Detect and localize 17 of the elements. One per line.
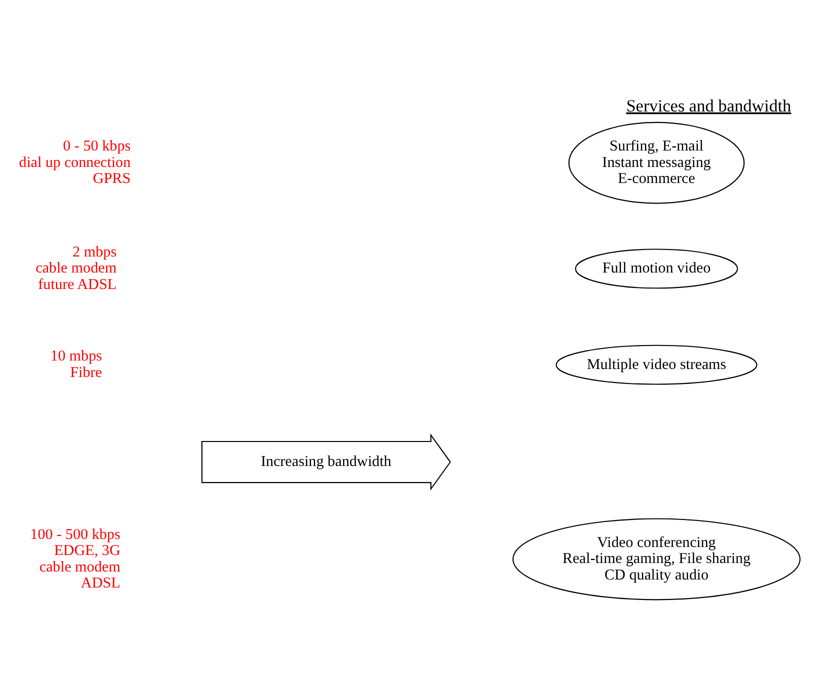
label: EDGE, 3G	[54, 542, 120, 559]
label: future ADSL	[38, 276, 117, 292]
node-ellipse: Surfing, E-mail Instant messaging E-commerce	[568, 121, 745, 204]
label: ADSL	[80, 575, 120, 591]
label: 0 - 50 kbps	[63, 138, 131, 154]
node-ellipse: Video conferencing Real-time gaming, File sharing CD quality audio	[512, 518, 801, 600]
label: 100 - 500 kbps	[30, 526, 120, 542]
label: 10 mbps	[50, 348, 102, 364]
label: dial up connection	[19, 154, 131, 170]
label: cable modem	[39, 558, 120, 575]
label: GPRS	[92, 170, 131, 187]
label: cable modem	[36, 260, 117, 276]
label: Fibre	[70, 364, 102, 380]
node-ellipse: Full motion video	[575, 248, 738, 288]
diagram-title: Services and bandwidth	[626, 96, 792, 115]
label: 2 mbps	[72, 244, 117, 260]
node-ellipse: Multiple video streams	[556, 344, 758, 384]
